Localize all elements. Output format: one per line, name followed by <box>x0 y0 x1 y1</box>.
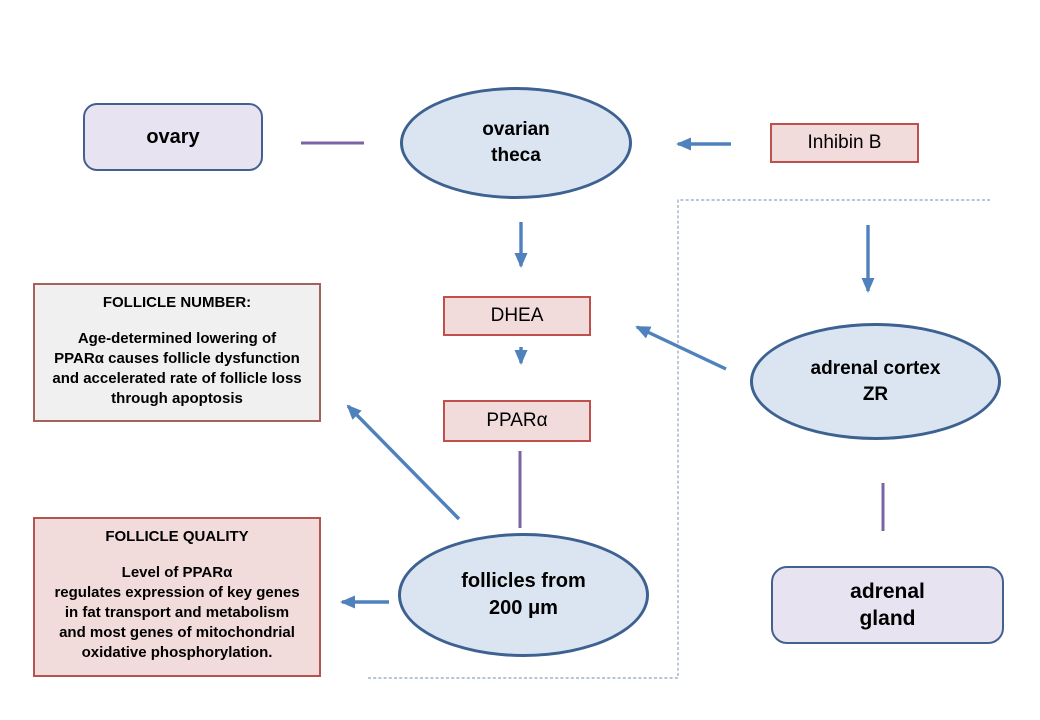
node-dhea-label: DHEA <box>490 304 544 326</box>
follicle-quality-title: FOLLICLE QUALITY <box>105 528 249 545</box>
node-inhibin-b: Inhibin B <box>770 123 919 163</box>
node-adrenal-gland-label: adrenal gland <box>850 579 925 630</box>
follicle-number-body: Age-determined lowering of PPARα causes … <box>52 330 302 407</box>
node-adrenal-cortex: adrenal cortex ZR <box>750 323 1001 440</box>
node-ovarian-theca-label: ovarian theca <box>482 119 550 166</box>
node-ovary-label: ovary <box>146 126 200 148</box>
follicle-quality-box: FOLLICLE QUALITY Level of PPARα regulate… <box>33 517 321 677</box>
node-ovarian-theca: ovarian theca <box>400 87 632 199</box>
arrow-cortex-to-dhea <box>635 325 727 371</box>
node-adrenal-gland: adrenal gland <box>771 566 1004 644</box>
node-follicles: follicles from 200 μm <box>398 533 649 657</box>
node-ppar-alpha: PPARα <box>443 400 591 442</box>
node-inhibin-b-label: Inhibin B <box>807 131 882 153</box>
node-adrenal-cortex-label: adrenal cortex ZR <box>810 357 941 405</box>
follicle-number-title: FOLLICLE NUMBER: <box>102 294 252 311</box>
node-ppar-alpha-label: PPARα <box>486 409 548 431</box>
node-ovary: ovary <box>83 103 263 171</box>
node-follicles-label: follicles from 200 μm <box>461 570 586 619</box>
follicle-number-box: FOLLICLE NUMBER: Age-determined lowering… <box>33 283 321 422</box>
node-dhea: DHEA <box>443 296 591 336</box>
follicle-quality-body: Level of PPARα regulates expression of k… <box>54 564 300 661</box>
